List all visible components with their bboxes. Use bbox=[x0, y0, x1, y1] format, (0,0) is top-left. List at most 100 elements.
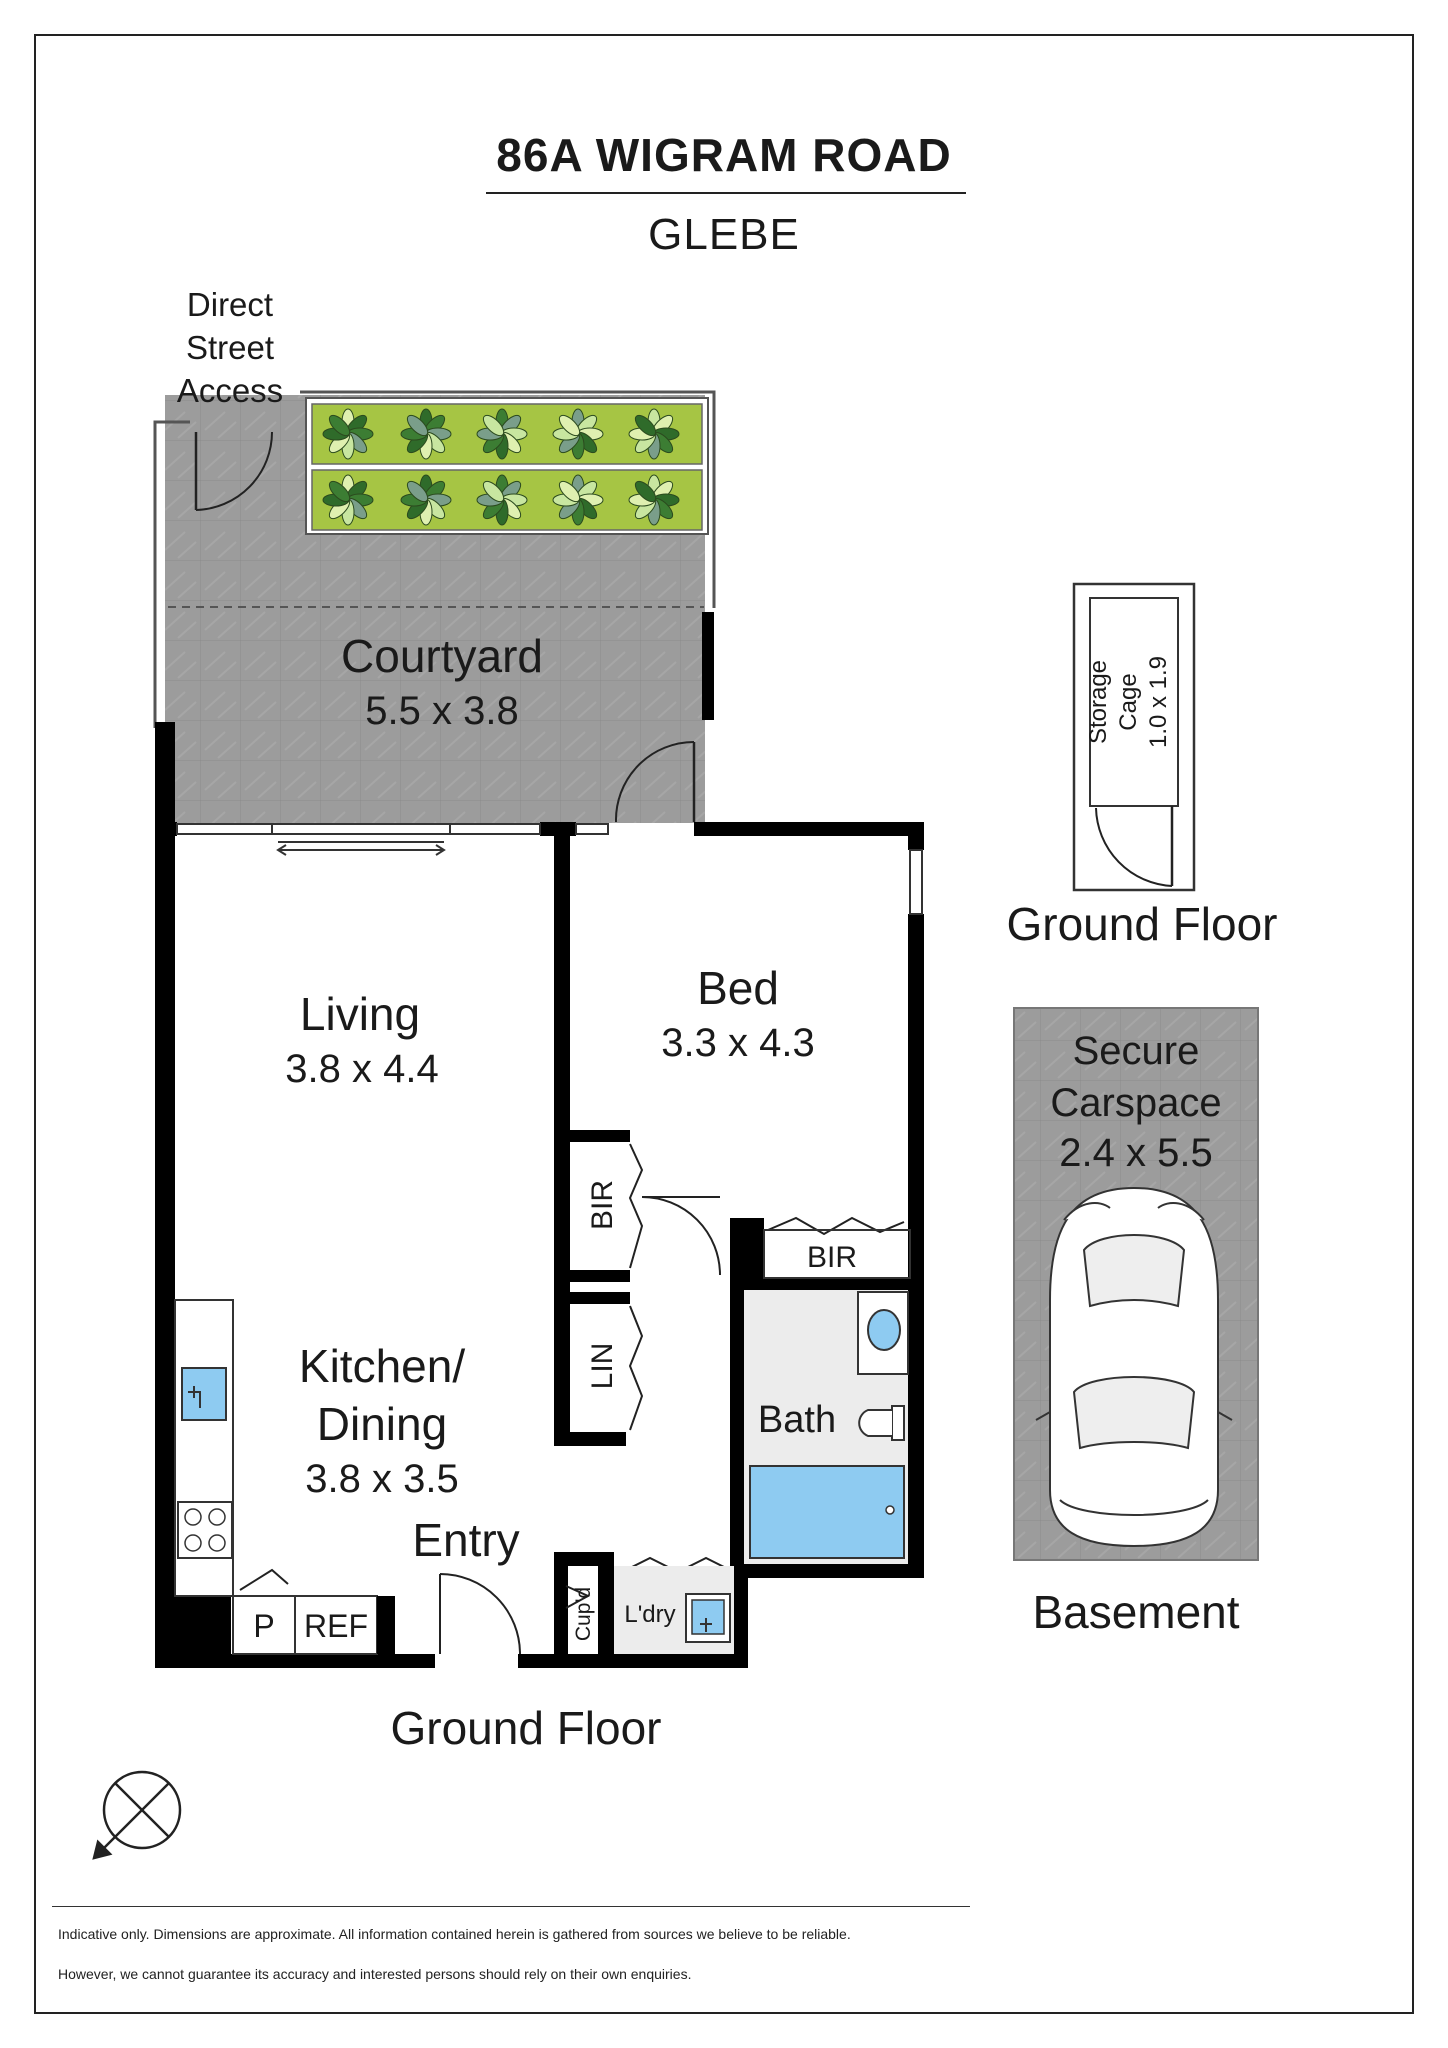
lin-label: LIN bbox=[586, 1343, 619, 1390]
kitchen-sink bbox=[181, 1367, 227, 1421]
kitchen-bench bbox=[174, 1299, 234, 1597]
wall-cupd-left bbox=[554, 1552, 568, 1668]
fridge-wall bbox=[377, 1596, 395, 1654]
wall-bed-right bbox=[908, 914, 924, 1578]
burner-icons bbox=[184, 1508, 226, 1552]
bathroom bbox=[744, 1290, 909, 1564]
toilet-cistern bbox=[891, 1405, 905, 1441]
carspace-floor-label: Basement bbox=[1032, 1586, 1239, 1638]
courtyard-door-swing bbox=[614, 741, 695, 823]
property-suburb: GLEBE bbox=[648, 210, 800, 259]
main-floor-label: Ground Floor bbox=[390, 1702, 661, 1754]
toilet-icon bbox=[858, 1409, 892, 1437]
wall-lin-top bbox=[570, 1292, 630, 1304]
storage-cage bbox=[1072, 582, 1196, 892]
laundry-label: L'dry bbox=[624, 1601, 675, 1628]
storage-dims: 1.0 x 1.9 bbox=[1145, 656, 1172, 748]
bath-label: Bath bbox=[758, 1399, 836, 1441]
burner-icon bbox=[184, 1534, 202, 1552]
page-frame bbox=[34, 34, 1414, 2014]
wall-bath-left bbox=[730, 1290, 744, 1566]
courtyard-dims: 5.5 x 3.8 bbox=[365, 689, 518, 733]
gate-swing bbox=[195, 431, 273, 511]
kitchen-label-line2: Dining bbox=[317, 1398, 447, 1450]
courtyard bbox=[153, 390, 716, 823]
property-address: 86A WIGRAM ROAD bbox=[496, 129, 952, 181]
storage-label-line2: Cage bbox=[1115, 673, 1142, 730]
wall-bir-top bbox=[570, 1130, 630, 1142]
bed-transom bbox=[575, 823, 609, 835]
plant-icon bbox=[476, 474, 528, 526]
wall-bath-pillar bbox=[730, 1218, 764, 1278]
plant-icon bbox=[400, 474, 452, 526]
street-access-line3: Access bbox=[177, 372, 283, 409]
wall-bath-top bbox=[730, 1278, 908, 1290]
wall-bed-right-top bbox=[908, 836, 924, 850]
kitchen-dims: 3.8 x 3.5 bbox=[305, 1457, 458, 1501]
bed-label: Bed bbox=[697, 962, 779, 1014]
disclaimer-line1: Indicative only. Dimensions are approxim… bbox=[58, 1926, 851, 1942]
pantry-label: P bbox=[253, 1608, 274, 1644]
wall-living-bed bbox=[554, 836, 570, 1446]
courtyard-wall bbox=[702, 612, 714, 720]
bed-dims: 3.3 x 4.3 bbox=[661, 1021, 814, 1065]
courtyard-label: Courtyard bbox=[341, 630, 543, 682]
sliding-door-arrows bbox=[276, 841, 446, 856]
carspace-label-line2: Carspace bbox=[1050, 1081, 1221, 1125]
wall-lin-bottom bbox=[554, 1432, 626, 1446]
carspace-dims: 2.4 x 5.5 bbox=[1059, 1131, 1212, 1175]
plant-icons bbox=[322, 408, 680, 526]
plant-icon bbox=[476, 408, 528, 460]
carspace-label-line1: Secure bbox=[1073, 1029, 1200, 1073]
disclaimer-divider bbox=[52, 1906, 970, 1907]
living-dims: 3.8 x 4.4 bbox=[285, 1047, 438, 1091]
wall-bir-bottom bbox=[570, 1270, 630, 1282]
plant-icon bbox=[552, 408, 604, 460]
wall-cupd-top bbox=[554, 1552, 614, 1566]
kitchen-label-line1: Kitchen/ bbox=[299, 1340, 465, 1392]
plant-icon bbox=[552, 474, 604, 526]
plant-icon bbox=[322, 474, 374, 526]
courtyard-boundary bbox=[153, 420, 190, 728]
windows bbox=[176, 823, 923, 915]
plant-icon bbox=[628, 408, 680, 460]
burner-icon bbox=[184, 1508, 202, 1526]
car-icon bbox=[1035, 1186, 1233, 1548]
carspace bbox=[1013, 1007, 1259, 1561]
wall-bottom-right bbox=[518, 1654, 748, 1668]
storage-floor-label: Ground Floor bbox=[1006, 898, 1277, 950]
courtyard-boundary-right bbox=[300, 390, 716, 608]
fridge-box bbox=[294, 1595, 378, 1655]
wall-laundry-right bbox=[734, 1566, 748, 1666]
laundry bbox=[614, 1566, 734, 1654]
fridge-label: REF bbox=[304, 1608, 368, 1644]
plant-icon bbox=[322, 408, 374, 460]
bir-horizontal-box bbox=[763, 1229, 911, 1279]
basin-icon bbox=[867, 1309, 901, 1351]
living-label: Living bbox=[300, 988, 420, 1040]
living-window bbox=[176, 823, 541, 835]
wall-cupd-right bbox=[598, 1566, 614, 1666]
entry-label: Entry bbox=[412, 1514, 519, 1566]
street-access-line1: Direct bbox=[187, 286, 273, 323]
storage-cage-inner bbox=[1089, 597, 1179, 807]
bir-vertical-label: BIR bbox=[586, 1180, 619, 1230]
wall-left bbox=[155, 722, 175, 1668]
bir-horizontal-label: BIR bbox=[807, 1241, 857, 1274]
wall-top-bed bbox=[694, 822, 924, 836]
walls bbox=[155, 722, 924, 1668]
cooktop-icon bbox=[177, 1501, 233, 1559]
plant-icon bbox=[628, 474, 680, 526]
burner-icon bbox=[208, 1508, 226, 1526]
storage-label-line1: Storage bbox=[1085, 660, 1112, 744]
wall-bath-bottom bbox=[730, 1564, 924, 1578]
pantry-box bbox=[232, 1595, 296, 1655]
north-arrow-icon bbox=[92, 1770, 182, 1860]
wall-bottom-left bbox=[155, 1654, 435, 1668]
disclaimer-line2: However, we cannot guarantee its accurac… bbox=[58, 1966, 692, 1982]
plant-icon bbox=[400, 408, 452, 460]
burner-icon bbox=[208, 1534, 226, 1552]
bathtub-icon bbox=[749, 1465, 905, 1559]
cupboard-label: Cup'd bbox=[572, 1587, 595, 1641]
